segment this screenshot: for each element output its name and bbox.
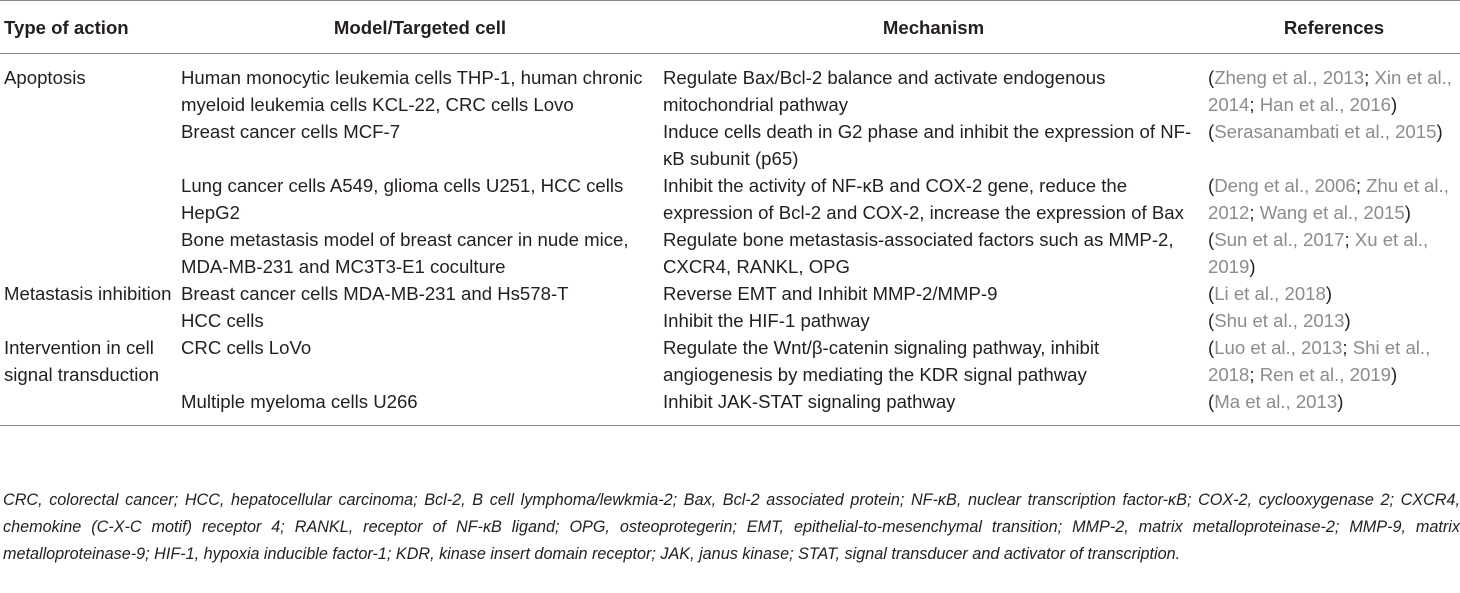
reference-link[interactable]: Luo et al., 2013 xyxy=(1214,337,1343,358)
reference-link[interactable]: Serasanambati et al., 2015 xyxy=(1214,121,1437,142)
table-row: Apoptosis Human monocytic leukemia cells … xyxy=(0,54,1460,119)
cell-model: Human monocytic leukemia cells THP-1, hu… xyxy=(181,67,643,115)
reference-link[interactable]: Zhu et al., 2012 xyxy=(1208,175,1449,223)
cell-references: (Ma et al., 2013) xyxy=(1204,388,1460,426)
cell-references: (Li et al., 2018) xyxy=(1208,283,1333,304)
cell-mechanism: Regulate the Wnt/β-catenin signaling pat… xyxy=(663,337,1100,385)
reference-link[interactable]: Sun et al., 2017 xyxy=(1214,229,1345,250)
cell-mechanism: Induce cells death in G2 phase and inhib… xyxy=(663,121,1192,169)
cell-type-of-action xyxy=(0,226,177,280)
cell-model: Lung cancer cells A549, glioma cells U25… xyxy=(181,175,624,223)
cell-type-of-action: Metastasis inhibition xyxy=(4,283,172,304)
table-footnote: CRC, colorectal cancer; HCC, hepatocellu… xyxy=(3,491,1460,563)
reference-link[interactable]: Xin et al., 2014 xyxy=(1208,67,1452,115)
table-row: HCC cells Inhibit the HIF-1 pathway (Shu e… xyxy=(0,307,1460,334)
cell-mechanism: Reverse EMT and Inhibit MMP-2/MMP-9 xyxy=(663,283,998,304)
table-row: Intervention in cell signal transduction… xyxy=(0,334,1460,388)
cell-model: CRC cells LoVo xyxy=(181,337,312,358)
reference-link[interactable]: Xu et al., 2019 xyxy=(1208,229,1429,277)
reference-link[interactable]: Ma et al., 2013 xyxy=(1214,391,1338,412)
table-header-row: Type of action Model/Targeted cell Mecha… xyxy=(0,0,1460,54)
cell-mechanism: Inhibit JAK-STAT signaling pathway xyxy=(659,388,1204,426)
cell-type-of-action xyxy=(0,172,177,226)
cell-references: (Luo et al., 2013; Shi et al., 2018; Ren… xyxy=(1208,337,1431,385)
cell-type-of-action xyxy=(0,388,177,426)
cell-references: (Zheng et al., 2013; Xin et al., 2014; H… xyxy=(1208,67,1452,115)
table-row: Metastasis inhibition Breast cancer cells… xyxy=(0,280,1460,307)
reference-link[interactable]: Ren et al., 2019 xyxy=(1259,364,1392,385)
data-table: Type of action Model/Targeted cell Mecha… xyxy=(0,0,1460,426)
cell-references: (Deng et al., 2006; Zhu et al., 2012; Wa… xyxy=(1208,175,1449,223)
cell-mechanism: Regulate Bax/Bcl-2 balance and activate … xyxy=(663,67,1106,115)
reference-link[interactable]: Wang et al., 2015 xyxy=(1259,202,1405,223)
cell-mechanism: Inhibit the activity of NF-κB and COX-2 … xyxy=(663,175,1184,223)
header-type-of-action: Type of action xyxy=(0,0,177,54)
table-body: Apoptosis Human monocytic leukemia cells … xyxy=(0,54,1460,426)
header-references: References xyxy=(1204,0,1460,54)
table-row: Lung cancer cells A549, glioma cells U25… xyxy=(0,172,1460,226)
table-row: Bone metastasis model of breast cancer i… xyxy=(0,226,1460,280)
cell-type-of-action xyxy=(0,307,177,334)
cell-model: Breast cancer cells MDA-MB-231 and Hs578… xyxy=(181,283,569,304)
cell-model: Multiple myeloma cells U266 xyxy=(177,388,659,426)
reference-link[interactable]: Deng et al., 2006 xyxy=(1214,175,1356,196)
reference-link[interactable]: Li et al., 2018 xyxy=(1214,283,1326,304)
cell-model: Bone metastasis model of breast cancer i… xyxy=(181,229,629,277)
cell-type-of-action: Apoptosis xyxy=(4,67,86,88)
reference-link[interactable]: Zheng et al., 2013 xyxy=(1214,67,1365,88)
reference-link[interactable]: Han et al., 2016 xyxy=(1259,94,1392,115)
cell-references: (Sun et al., 2017; Xu et al., 2019) xyxy=(1208,229,1429,277)
cell-mechanism: Inhibit the HIF-1 pathway xyxy=(663,310,870,331)
cell-references: (Serasanambati et al., 2015) xyxy=(1208,121,1443,142)
cell-type-of-action: Intervention in cell signal transduction xyxy=(4,337,160,385)
cell-model: HCC cells xyxy=(181,310,264,331)
header-model: Model/Targeted cell xyxy=(177,0,659,54)
cell-references: (Shu et al., 2013) xyxy=(1208,310,1351,331)
reference-link[interactable]: Shu et al., 2013 xyxy=(1214,310,1345,331)
cell-model: Breast cancer cells MCF-7 xyxy=(181,121,401,142)
header-mechanism: Mechanism xyxy=(659,0,1204,54)
table-row: Breast cancer cells MCF-7 Induce cells de… xyxy=(0,118,1460,172)
cell-mechanism: Regulate bone metastasis-associated fact… xyxy=(663,229,1174,277)
reference-link[interactable]: Shi et al., 2018 xyxy=(1208,337,1431,385)
cell-type-of-action xyxy=(0,118,177,172)
